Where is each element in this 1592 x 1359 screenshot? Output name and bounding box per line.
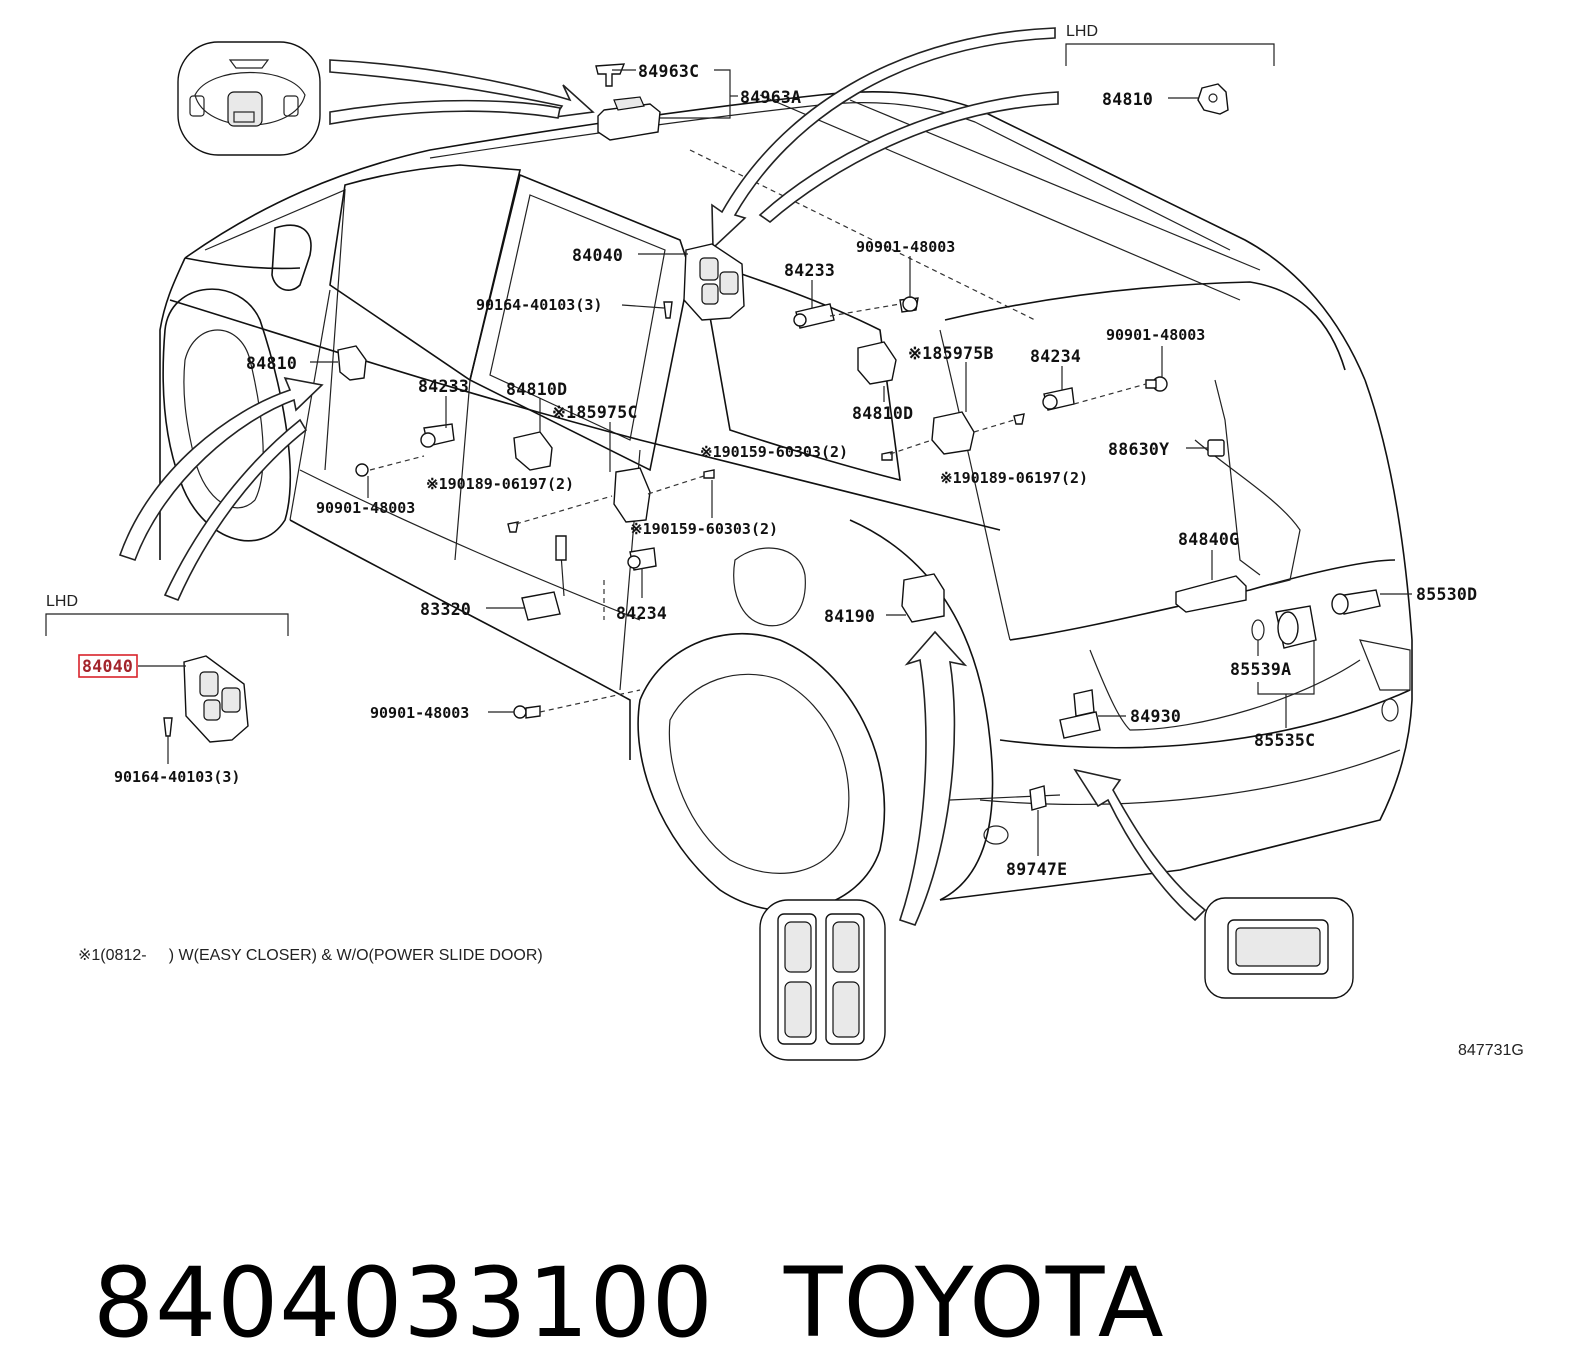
label-84233-left[interactable]: 84233 <box>418 377 469 396</box>
label-90164-main[interactable]: 90164-40103(3) <box>476 296 602 314</box>
label-83320[interactable]: 83320 <box>420 600 471 619</box>
label-185975B[interactable]: ※185975B <box>908 344 994 363</box>
label-84810D-left[interactable]: 84810D <box>506 380 567 399</box>
label-85535C[interactable]: 85535C <box>1254 731 1315 750</box>
parts-diagram: 84963C 84963A LHD 84810 84040 90901-4800… <box>45 23 1524 1359</box>
label-90901-bottom[interactable]: 90901-48003 <box>370 704 469 722</box>
label-85539A[interactable]: 85539A <box>1230 660 1291 679</box>
label-90164-inset[interactable]: 90164-40103(3) <box>114 768 240 786</box>
label-190159-upper[interactable]: ※190159-60303(2) <box>700 443 848 461</box>
vehicle-outline <box>159 90 1413 912</box>
label-84840G[interactable]: 84840G <box>1178 530 1239 549</box>
diagram-canvas: 84963C 84963A LHD 84810 84040 90901-4800… <box>45 23 1524 1061</box>
label-190189-right[interactable]: ※190189-06197(2) <box>940 469 1088 487</box>
label-90901-right[interactable]: 90901-48003 <box>1106 326 1205 344</box>
leader-lines <box>45 43 1412 856</box>
label-84234-left[interactable]: 84234 <box>616 604 667 623</box>
label-90901-top[interactable]: 90901-48003 <box>856 238 955 256</box>
part-shapes <box>163 41 1381 1061</box>
label-185975C[interactable]: ※185975C <box>552 403 638 422</box>
label-88630Y[interactable]: 88630Y <box>1108 440 1169 459</box>
label-84810-top[interactable]: 84810 <box>1102 90 1153 109</box>
label-90901-left[interactable]: 90901-48003 <box>316 499 415 517</box>
label-85530D[interactable]: 85530D <box>1416 585 1477 604</box>
label-84810-left[interactable]: 84810 <box>246 354 297 373</box>
label-84190[interactable]: 84190 <box>824 607 875 626</box>
label-84234-right[interactable]: 84234 <box>1030 347 1081 366</box>
part-labels: 84963C 84963A LHD 84810 84040 90901-4800… <box>46 23 1524 1059</box>
label-190159-lower[interactable]: ※190159-60303(2) <box>630 520 778 538</box>
label-lhd-bottom: LHD <box>46 593 78 610</box>
label-84810D-right[interactable]: 84810D <box>852 404 913 423</box>
label-lhd-top: LHD <box>1066 23 1098 40</box>
pointer-arrows <box>118 27 1207 926</box>
footer-caption: 8404033100 TOYOTA <box>30 1135 1165 1359</box>
brand-name: TOYOTA <box>783 1247 1165 1359</box>
label-84963C[interactable]: 84963C <box>638 62 699 81</box>
label-89747E[interactable]: 89747E <box>1006 860 1067 879</box>
label-84040-main[interactable]: 84040 <box>572 246 623 265</box>
label-84233-right[interactable]: 84233 <box>784 261 835 280</box>
label-84040-inset[interactable]: 84040 <box>82 657 133 676</box>
part-number: 8404033100 <box>93 1247 714 1359</box>
label-84930[interactable]: 84930 <box>1130 707 1181 726</box>
highlight-box-84040 <box>78 654 138 678</box>
applicability-note: ※1(0812- ) W(EASY CLOSER) & W/O(POWER SL… <box>78 947 543 964</box>
label-190189-left[interactable]: ※190189-06197(2) <box>426 475 574 493</box>
diagram-reference: 847731G <box>1458 1042 1524 1059</box>
label-84963A[interactable]: 84963A <box>740 88 801 107</box>
